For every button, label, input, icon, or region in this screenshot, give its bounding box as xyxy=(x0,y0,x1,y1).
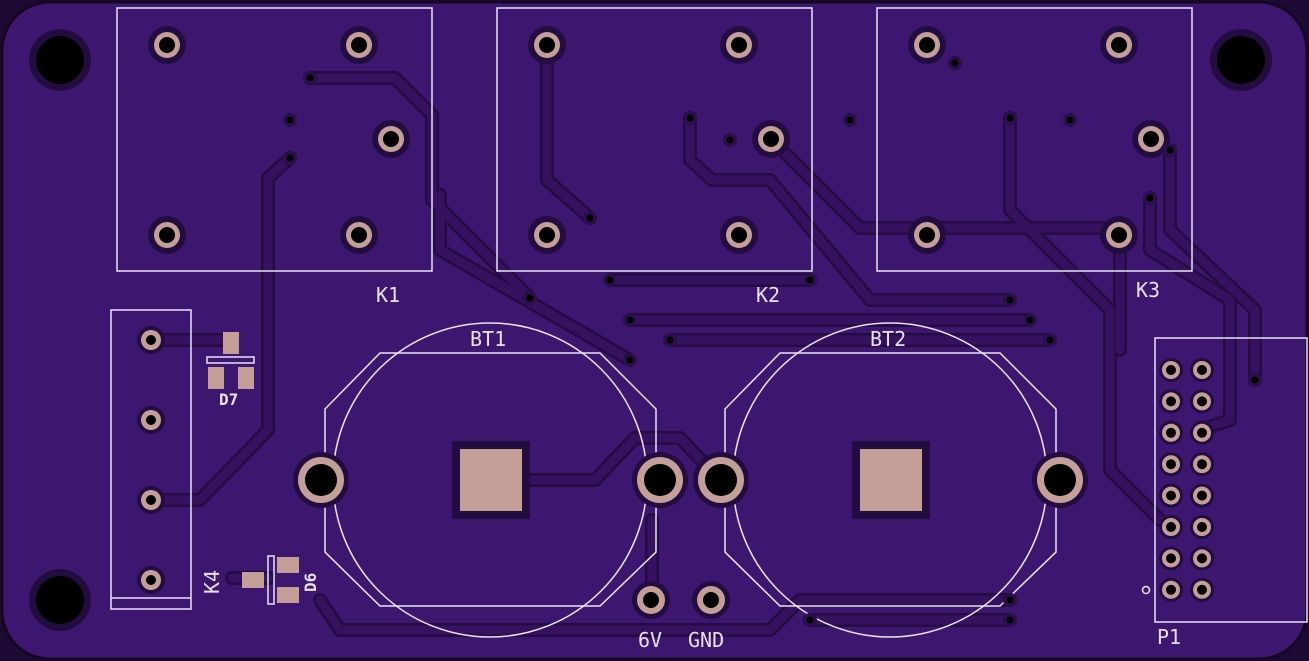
via xyxy=(286,154,294,162)
relay-k1: K1 xyxy=(116,7,433,307)
header-pin-hole xyxy=(1197,427,1207,438)
header-pin-hole xyxy=(1166,584,1176,595)
relay-k3-pads xyxy=(908,26,1170,254)
battery-holder-bt1: BT1 xyxy=(293,322,688,638)
header-pin-hole xyxy=(1166,522,1176,532)
relay-k2: K2 xyxy=(496,7,813,307)
power-pads: 6V GND xyxy=(632,581,730,652)
via xyxy=(806,276,814,284)
diode-d7: D7 xyxy=(206,332,255,409)
header-pin-hole xyxy=(1197,584,1207,595)
via xyxy=(1046,336,1054,344)
via xyxy=(1066,116,1074,124)
via xyxy=(626,316,634,324)
pad-gnd-label: GND xyxy=(688,628,724,652)
header-pin-hole xyxy=(1197,522,1207,532)
via xyxy=(306,74,314,82)
via xyxy=(1006,596,1014,604)
header-p1-pins xyxy=(1159,358,1214,602)
via xyxy=(1026,316,1034,324)
relay-k3-label: K3 xyxy=(1136,278,1160,302)
via xyxy=(526,294,534,302)
header-pin-hole xyxy=(1166,365,1176,375)
header-pin-hole xyxy=(1166,396,1176,407)
via xyxy=(1146,194,1154,202)
via xyxy=(806,616,814,624)
via xyxy=(626,356,634,364)
header-p1: P1 xyxy=(1141,337,1308,649)
via xyxy=(846,116,854,124)
via xyxy=(1166,146,1174,154)
header-pin-hole xyxy=(1197,490,1207,501)
header-pin-hole xyxy=(1197,365,1207,375)
via xyxy=(686,114,694,122)
via xyxy=(606,276,614,284)
diode-d6-label: D6 xyxy=(301,573,320,592)
via xyxy=(1006,616,1014,624)
battery-holder-bt2: BT2 xyxy=(693,322,1088,638)
via xyxy=(1006,114,1014,122)
connector-k4-label: K4 xyxy=(200,570,224,594)
header-pin-hole xyxy=(1166,427,1176,438)
relay-k3: K3 xyxy=(876,7,1193,302)
diode-d7-label: D7 xyxy=(219,390,238,409)
battery-holder-bt2-label: BT2 xyxy=(870,327,906,351)
pad-6v-label: 6V xyxy=(638,628,662,652)
header-pin-hole xyxy=(1166,553,1176,564)
header-pin-hole xyxy=(1166,459,1176,470)
header-pin-hole xyxy=(1166,490,1176,501)
relay-k2-pads xyxy=(528,26,790,254)
via xyxy=(1006,296,1014,304)
header-pin-hole xyxy=(1197,459,1207,470)
via xyxy=(951,59,959,67)
diode-d6: D6 xyxy=(242,555,320,605)
connector-k4-pads xyxy=(137,326,165,594)
header-p1-label: P1 xyxy=(1157,625,1181,649)
via xyxy=(286,116,294,124)
via xyxy=(586,214,594,222)
mounting-holes xyxy=(29,29,1272,631)
via xyxy=(1251,376,1259,384)
header-pin-hole xyxy=(1197,396,1207,407)
via xyxy=(666,336,674,344)
via xyxy=(726,136,734,144)
relay-k1-pads xyxy=(148,26,410,254)
vias xyxy=(283,56,1262,627)
header-pin-hole xyxy=(1197,553,1207,564)
battery-holder-bt1-label: BT1 xyxy=(470,327,506,351)
relay-k1-label: K1 xyxy=(376,283,400,307)
connector-k4: K4 xyxy=(110,309,224,610)
relay-k2-label: K2 xyxy=(756,283,780,307)
